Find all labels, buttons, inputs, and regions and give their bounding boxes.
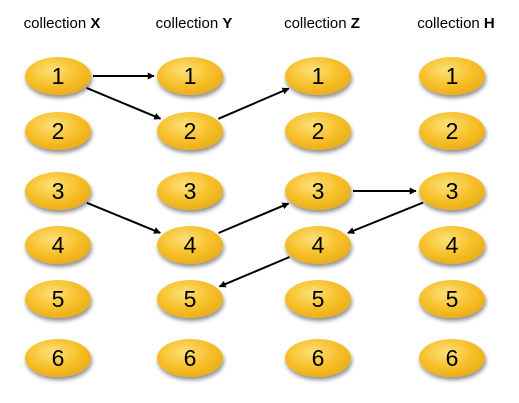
- node-label: 4: [312, 232, 325, 258]
- node-ellipse: [285, 57, 351, 95]
- node-h-2: 2: [419, 112, 485, 150]
- node-ellipse: [157, 112, 223, 150]
- node-label: 6: [446, 345, 459, 371]
- arrow-y4-to-z3: [218, 202, 290, 234]
- node-y-5: 5: [157, 280, 223, 318]
- node-ellipse: [285, 172, 351, 210]
- node-label: 1: [184, 63, 197, 89]
- node-ellipse: [25, 226, 91, 264]
- node-label: 6: [52, 345, 65, 371]
- node-label: 5: [312, 286, 325, 312]
- node-ellipse: [157, 280, 223, 318]
- node-label: 3: [446, 178, 459, 204]
- nodes: 1 2 3 4 5 6 1 2 3 4 5 6 1 2 3 4 5 6 1 2 3 4 5 6: [25, 57, 485, 377]
- node-ellipse: [157, 57, 223, 95]
- node-ellipse: [419, 226, 485, 264]
- node-ellipse: [25, 280, 91, 318]
- node-x-6: 6: [25, 339, 91, 377]
- node-ellipse: [419, 57, 485, 95]
- node-ellipse: [419, 280, 485, 318]
- arrow-h3-to-z4: [347, 201, 424, 234]
- node-label: 5: [52, 286, 65, 312]
- node-label: 4: [184, 232, 197, 258]
- collection-title-prefix: collection: [284, 15, 351, 32]
- collection-title-z: collection Z: [284, 15, 360, 32]
- node-ellipse: [25, 57, 91, 95]
- node-h-4: 4: [419, 226, 485, 264]
- node-ellipse: [157, 339, 223, 377]
- node-label: 4: [446, 232, 459, 258]
- node-ellipse: [285, 112, 351, 150]
- node-label: 1: [312, 63, 325, 89]
- collection-title-name: Y: [222, 15, 232, 32]
- node-label: 2: [52, 118, 65, 144]
- node-label: 6: [184, 345, 197, 371]
- node-z-5: 5: [285, 280, 351, 318]
- collection-title-prefix: collection: [24, 15, 91, 32]
- node-label: 2: [184, 118, 197, 144]
- node-ellipse: [25, 112, 91, 150]
- arrow-x3-to-y4: [86, 201, 161, 234]
- collection-title-prefix: collection: [156, 15, 223, 32]
- arrow-y2-to-z1: [217, 87, 290, 120]
- node-z-1: 1: [285, 57, 351, 95]
- node-label: 2: [446, 118, 459, 144]
- node-label: 3: [312, 178, 325, 204]
- edges: [86, 72, 424, 288]
- node-x-1: 1: [25, 57, 91, 95]
- node-ellipse: [419, 112, 485, 150]
- node-y-3: 3: [157, 172, 223, 210]
- node-y-2: 2: [157, 112, 223, 150]
- node-label: 1: [446, 63, 459, 89]
- node-label: 6: [312, 345, 325, 371]
- node-z-2: 2: [285, 112, 351, 150]
- node-label: 3: [184, 178, 197, 204]
- node-ellipse: [25, 339, 91, 377]
- node-ellipse: [285, 339, 351, 377]
- arrow-x1-to-y2: [86, 86, 162, 120]
- node-label: 4: [52, 232, 65, 258]
- node-h-3: 3: [419, 172, 485, 210]
- node-x-2: 2: [25, 112, 91, 150]
- node-ellipse: [419, 172, 485, 210]
- node-z-6: 6: [285, 339, 351, 377]
- node-ellipse: [157, 172, 223, 210]
- node-label: 2: [312, 118, 325, 144]
- node-ellipse: [285, 226, 351, 264]
- node-h-5: 5: [419, 280, 485, 318]
- collection-title-y: collection Y: [156, 15, 233, 32]
- collection-title-h: collection H: [417, 15, 495, 32]
- node-z-3: 3: [285, 172, 351, 210]
- node-ellipse: [157, 226, 223, 264]
- node-label: 5: [184, 286, 197, 312]
- node-x-5: 5: [25, 280, 91, 318]
- node-h-6: 6: [419, 339, 485, 377]
- node-label: 3: [52, 178, 65, 204]
- collection-title-name: X: [90, 15, 100, 32]
- node-ellipse: [25, 172, 91, 210]
- node-h-1: 1: [419, 57, 485, 95]
- node-ellipse: [419, 339, 485, 377]
- node-label: 1: [52, 63, 65, 89]
- collection-title-name: Z: [351, 15, 360, 32]
- collection-title-prefix: collection: [417, 15, 484, 32]
- node-x-4: 4: [25, 226, 91, 264]
- collection-title-name: H: [484, 15, 495, 32]
- arrow-z4-to-y5: [218, 256, 290, 288]
- collection-title-x: collection X: [24, 15, 101, 32]
- node-y-4: 4: [157, 226, 223, 264]
- node-y-1: 1: [157, 57, 223, 95]
- node-x-3: 3: [25, 172, 91, 210]
- node-z-4: 4: [285, 226, 351, 264]
- node-ellipse: [285, 280, 351, 318]
- node-y-6: 6: [157, 339, 223, 377]
- node-label: 5: [446, 286, 459, 312]
